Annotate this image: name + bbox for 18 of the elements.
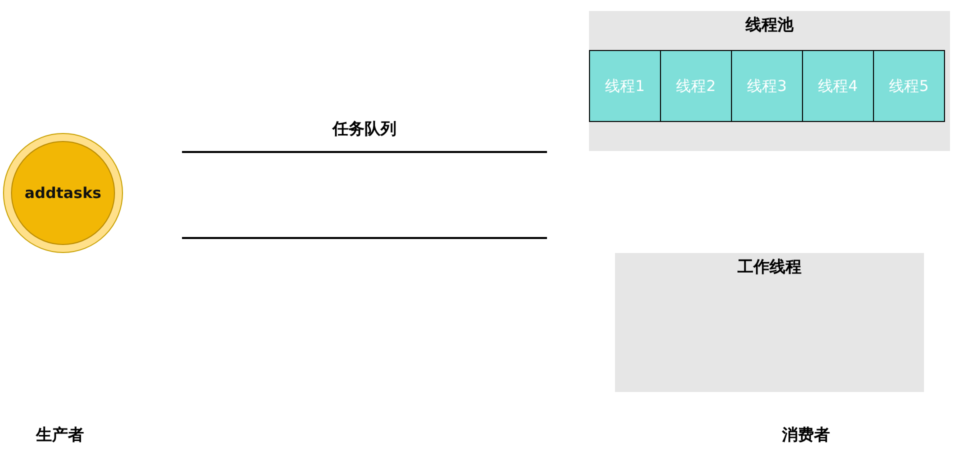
thread-cell <box>731 50 803 122</box>
thread-label: 线程4 <box>818 76 858 96</box>
panel-title: 工作线程 <box>736 257 802 278</box>
thread-cell <box>802 50 874 122</box>
thread-label: 线程2 <box>676 76 716 96</box>
queue-title: 任务队列 <box>331 119 398 140</box>
thread-cell <box>660 50 732 122</box>
node-label: addtasks <box>24 184 102 202</box>
role-label: 生产者 <box>36 425 84 446</box>
thread-label: 线程5 <box>889 76 929 96</box>
thread-label: 线程1 <box>605 76 645 96</box>
thread-label: 线程3 <box>747 76 787 96</box>
thread-cell <box>589 50 661 122</box>
panel <box>589 11 950 151</box>
panel <box>615 253 924 392</box>
thread-cell <box>873 50 945 122</box>
role-label: 消费者 <box>782 425 830 446</box>
panel-title: 线程池 <box>744 15 794 36</box>
